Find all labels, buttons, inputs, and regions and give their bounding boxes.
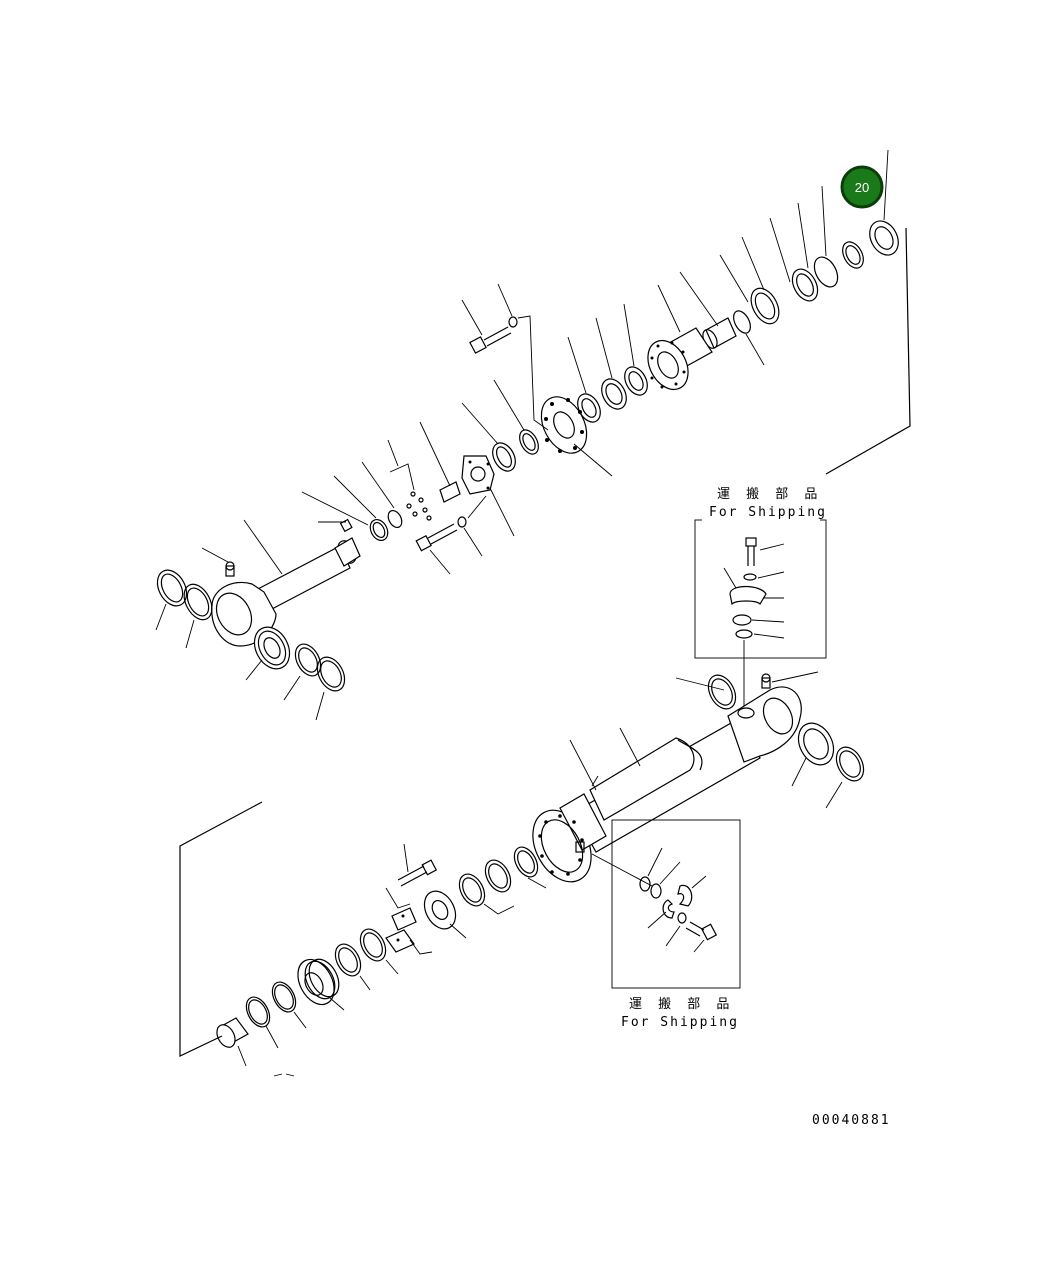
shipping-box-lower: 運 搬 部 品 For Shipping — [611, 819, 741, 1030]
part-ball-set — [387, 421, 461, 521]
part-grease-fitting — [201, 547, 235, 577]
piston-assembly — [179, 801, 547, 1077]
part-head-bolt — [461, 283, 549, 431]
part-cylinder-head — [647, 284, 713, 391]
part-piston-rod — [211, 518, 361, 647]
shipping-title-en-lower: For Shipping — [621, 1015, 739, 1030]
shipping-title-jp: 運 搬 部 品 — [717, 487, 823, 502]
cylinder-tube-assembly — [532, 671, 819, 887]
shipping-title-en: For Shipping — [709, 505, 827, 520]
part-plate-bolt — [415, 495, 487, 575]
part-lock-plate — [461, 455, 515, 537]
rod-seal-rings — [719, 185, 839, 366]
part-dust-seal — [869, 149, 899, 256]
part-20-ring — [842, 241, 864, 269]
shipping-title-jp-lower: 運 搬 部 品 — [629, 997, 735, 1012]
rod-small-rings — [301, 461, 403, 542]
callout-label: 20 — [855, 180, 869, 195]
drawing-number: 00040881 — [812, 1113, 891, 1128]
part-flange — [540, 396, 613, 477]
shipping-box-upper: 運 搬 部 品 For Shipping — [694, 486, 827, 706]
part-rod-bushing — [245, 626, 346, 721]
tube-eye-bushing — [791, 722, 865, 809]
rod-end-rings — [155, 569, 213, 649]
callout-badge-20[interactable]: 20 — [840, 165, 884, 209]
upper-assembly: 20 — [155, 149, 911, 721]
tube-eye-rings — [707, 674, 737, 710]
assembly-bracket-upper — [825, 227, 911, 475]
head-rings — [567, 303, 648, 423]
flange-rings — [461, 379, 539, 472]
